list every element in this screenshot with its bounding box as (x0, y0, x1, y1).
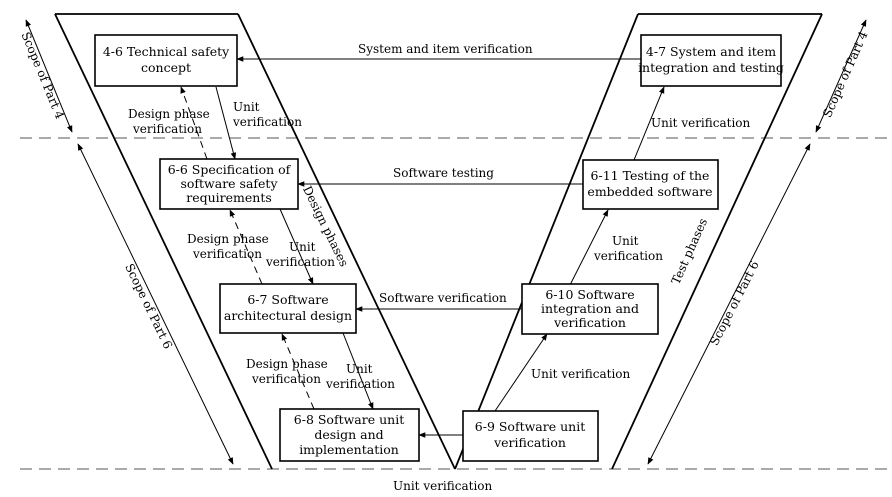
arrow-69-to-610: Unit verification (494, 333, 631, 412)
unit-verification-69-610-label: Unit verification (531, 367, 631, 381)
scope-part4-left-label: Scope of Part 4 (18, 30, 67, 122)
unit-verification-bottom-label: Unit verification (393, 479, 493, 493)
arrow-system-item-verification: System and item verification (236, 42, 641, 62)
system-item-verification-label: System and item verification (358, 42, 533, 56)
scope-part4-left: Scope of Part 4 (18, 19, 73, 133)
scope-part4-right-label: Scope of Part 4 (820, 29, 871, 120)
unit-verification-611-47-label: Unit verification (651, 116, 751, 130)
scope-part6-left-label: Scope of Part 6 (122, 261, 175, 351)
scope-part6-right-label: Scope of Part 6 (707, 259, 762, 348)
arrow-software-testing: Software testing (297, 166, 583, 187)
software-testing-label: Software testing (393, 166, 494, 180)
test-phases-label: Test phases (669, 216, 711, 287)
software-verification-label: Software verification (379, 291, 507, 305)
arrow-611-to-47: Unit verification (633, 86, 751, 161)
scope-part4-right: Scope of Part 4 (815, 19, 871, 133)
arrow-software-verification: Software verification (355, 291, 522, 312)
